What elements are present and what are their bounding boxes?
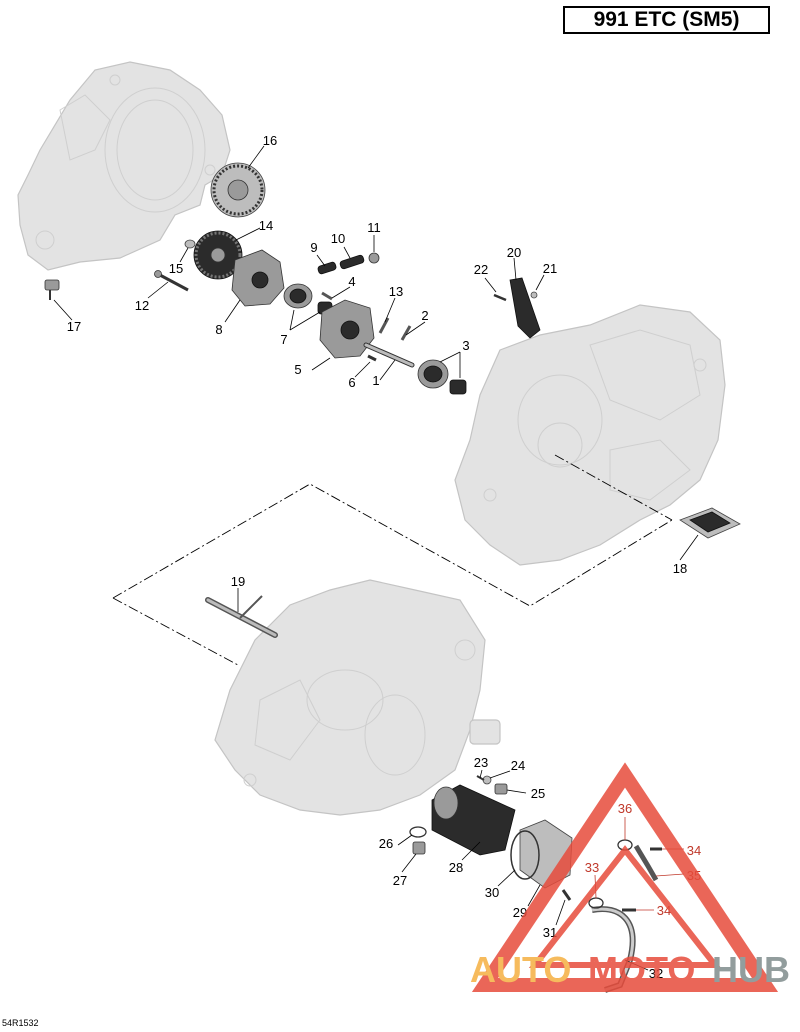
model-title: 991 ETC (SM5): [563, 6, 770, 34]
callout-6: 6: [348, 375, 355, 390]
plug-11: [368, 252, 380, 264]
oil-pump-body-5: [319, 299, 375, 359]
callout-12: 12: [135, 298, 149, 313]
automotohub-watermark: AUTO MOTO HUB: [470, 762, 790, 992]
oring-24: [482, 775, 492, 785]
reference-code: 54R1532: [2, 1018, 39, 1028]
callout-4: 4: [348, 274, 355, 289]
bracket-20: [509, 277, 541, 339]
magneto-cover-housing: [17, 61, 231, 271]
callout-26: 26: [379, 836, 393, 851]
shift-shaft-19: [205, 595, 278, 638]
callout-5: 5: [294, 362, 301, 377]
callout-16: 16: [263, 133, 277, 148]
rotor-set-3: [417, 359, 467, 395]
callout-27: 27: [393, 873, 407, 888]
watermark-word-hub: HUB: [712, 949, 790, 990]
strainer-18: [679, 507, 741, 539]
watermark-word-auto: AUTO: [470, 949, 571, 990]
callout-3: 3: [462, 338, 469, 353]
callout-11: 11: [367, 220, 381, 235]
callout-20: 20: [507, 245, 521, 260]
gasket-26: [409, 826, 427, 838]
spring-9: [317, 261, 337, 275]
alignment-line: [112, 483, 673, 607]
fitting-35: [633, 844, 659, 882]
pump-shaft-1: [363, 342, 415, 368]
callout-31: 31: [543, 925, 557, 940]
callout-8: 8: [215, 322, 222, 337]
callout-labels: 1 2 3 4 5 6 7 8 9 10 11 12 13 14 15 16 1…: [67, 133, 701, 981]
callout-33: 33: [585, 860, 599, 875]
rotor-7: [283, 283, 333, 315]
callout-17: 17: [67, 319, 81, 334]
plug-25: [494, 783, 508, 795]
callout-23: 23: [474, 755, 488, 770]
callout-9: 9: [310, 240, 317, 255]
engine-crankcase-right: [454, 304, 726, 566]
drive-gear-16: [210, 162, 266, 218]
callout-18: 18: [673, 561, 687, 576]
oring-30: [510, 830, 540, 880]
callout-1: 1: [372, 373, 379, 388]
callout-15: 15: [169, 261, 183, 276]
callout-10: 10: [331, 231, 345, 246]
callout-21: 21: [543, 261, 557, 276]
callout-19: 19: [231, 574, 245, 589]
callout-30: 30: [485, 885, 499, 900]
watermark-triangle-inner: [528, 845, 722, 968]
callout-25: 25: [531, 786, 545, 801]
drain-plug-27: [412, 841, 426, 855]
circlip-15: [184, 239, 196, 249]
oil-pump-housing-8: [231, 249, 285, 307]
oil-filter-28: [431, 784, 516, 856]
leader-lines: [53, 145, 699, 971]
screw-23: [476, 775, 485, 781]
callout-34-upper: 34: [687, 843, 701, 858]
oil-pipe-32: [591, 906, 636, 993]
callout-24: 24: [511, 758, 525, 773]
screw-22: [493, 293, 507, 302]
sensor-17: [44, 279, 60, 300]
callout-2: 2: [421, 308, 428, 323]
screw-12: [154, 270, 189, 292]
watermark-word-moto: MOTO: [588, 949, 695, 990]
screw-31: [561, 889, 572, 901]
alignment-line-lower: [112, 597, 239, 666]
callout-13: 13: [389, 284, 403, 299]
pin-2: [400, 325, 412, 341]
oil-pump-gear-14: [193, 230, 243, 280]
callout-22: 22: [474, 262, 488, 277]
callout-32: 32: [649, 966, 663, 981]
engine-crankcase-left: [214, 579, 501, 816]
callout-14: 14: [259, 218, 273, 233]
callout-28: 28: [449, 860, 463, 875]
pin-6: [367, 354, 377, 362]
spring-10: [339, 254, 365, 270]
pin-13: [378, 317, 390, 334]
callout-7: 7: [280, 332, 287, 347]
oring-21: [530, 291, 538, 299]
watermark-triangle: [471, 762, 779, 992]
callout-36: 36: [618, 801, 632, 816]
pin-4: [321, 291, 333, 301]
alignment-line-shaft: [554, 454, 673, 521]
